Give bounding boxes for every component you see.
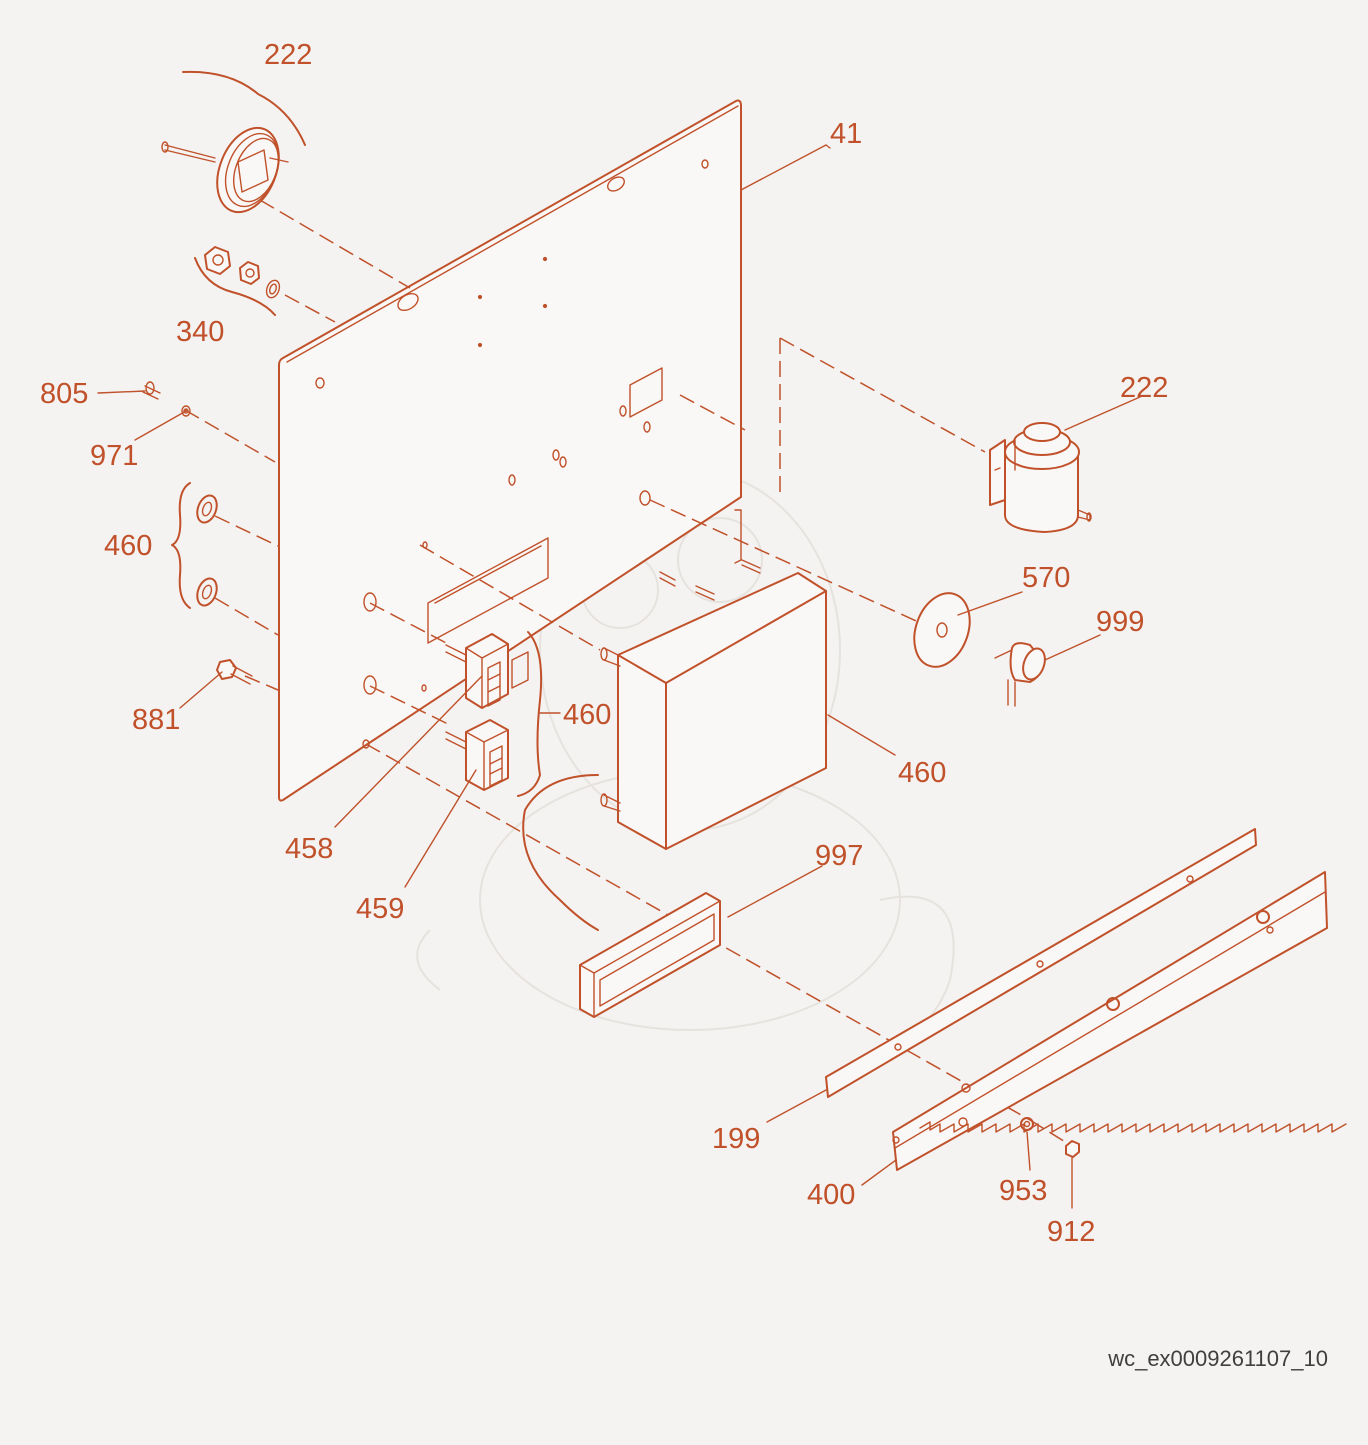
mounting-plate [278,99,742,802]
nut-912 [1065,1140,1080,1158]
callout-460-mid: 460 [563,699,611,731]
piano-hinge-400 [892,871,1347,1171]
callout-997: 997 [815,840,863,872]
callout-222-top: 222 [264,39,312,71]
washer-953 [1020,1117,1034,1131]
callout-881: 881 [132,704,180,736]
control-box-460 [600,559,827,850]
callout-41: 41 [830,118,862,150]
nut-washer-set-340 [194,246,281,316]
switch-bracket-460 [517,631,543,797]
callout-400: 400 [807,1179,855,1211]
control-knob-999 [994,642,1046,707]
callout-458: 458 [285,833,333,865]
callout-953: 953 [999,1175,1047,1207]
motor-222 [989,422,1092,533]
flange-knob-222 [161,70,306,214]
callout-570: 570 [1022,562,1070,594]
leader-lines [97,144,1141,1209]
wire-harness [522,774,599,931]
callout-460-left: 460 [104,530,152,562]
strip-199 [825,828,1257,1098]
callout-460-box: 460 [898,757,946,789]
switch-458 [445,633,529,709]
grommets-460-left [171,482,218,609]
document-id: wc_ex0009261107_10 [1107,1346,1328,1371]
callout-912: 912 [1047,1216,1095,1248]
callout-971: 971 [90,440,138,472]
screw-805 [142,381,161,400]
gasket-997 [579,892,721,1018]
washer-971 [181,405,191,417]
callout-340: 340 [176,316,224,348]
callout-459: 459 [356,893,404,925]
callout-222-right: 222 [1120,372,1168,404]
callout-labels: 222 41 340 805 971 460 881 222 570 999 4… [40,39,1168,1248]
callout-805: 805 [40,378,88,410]
callout-999: 999 [1096,606,1144,638]
dial-plate-570 [913,592,971,668]
bolt-881 [216,659,253,685]
callout-199: 199 [712,1123,760,1155]
switch-459 [445,719,509,791]
